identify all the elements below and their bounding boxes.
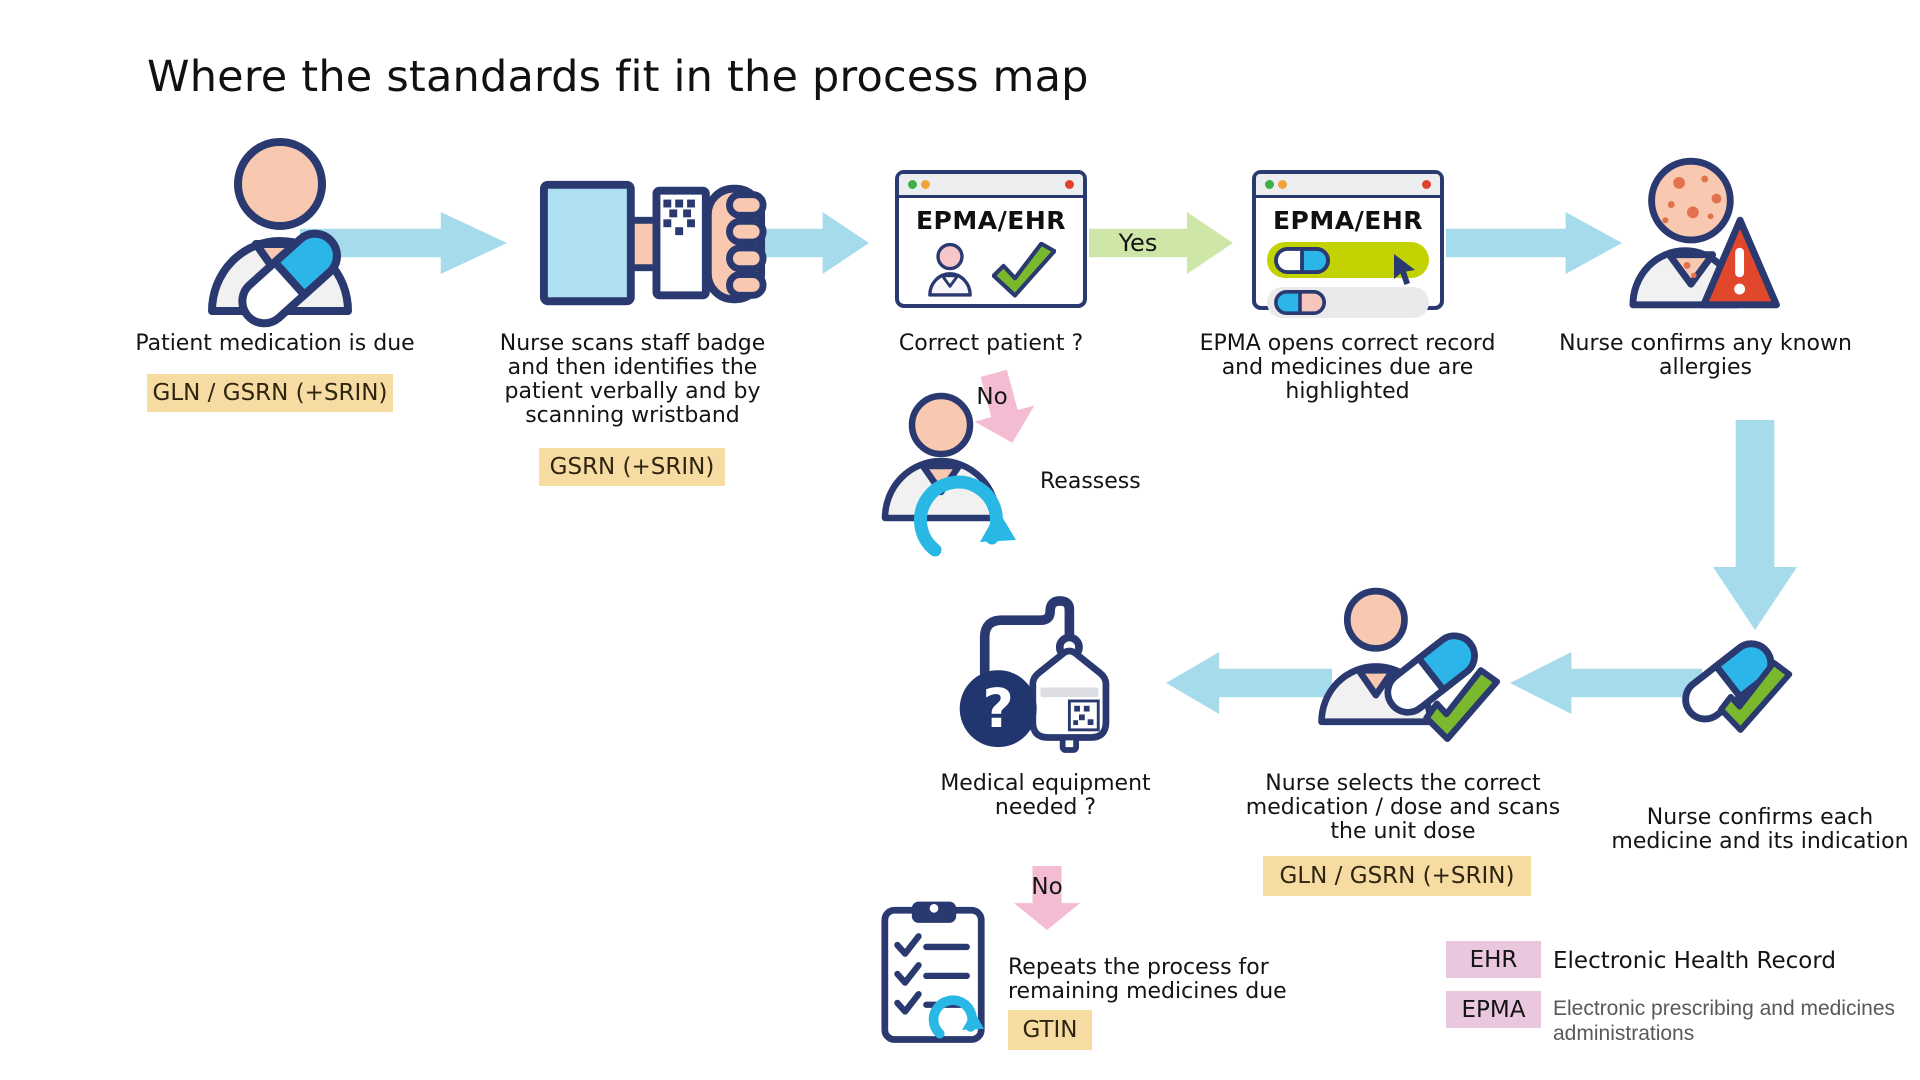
- window-dot-red: [1422, 180, 1431, 189]
- arrow-left-1: [1510, 652, 1702, 714]
- nurse-selects-icon: [1318, 587, 1501, 743]
- pill-check-icon: [1682, 640, 1793, 733]
- label-patient-due: Patient medication is due: [135, 331, 415, 356]
- allergy-spots: [1662, 175, 1722, 224]
- legend-ehr-tag: EHR: [1446, 941, 1541, 978]
- epma-window-medicines-due: EPMA/EHR: [1252, 170, 1444, 318]
- arrow-yes: Yes: [1089, 212, 1233, 274]
- label-confirm-each: Nurse confirms each medicine and its ind…: [1611, 805, 1909, 854]
- label-nurse-scans: Nurse scans staff badge and then identif…: [499, 331, 766, 428]
- legend-ehr-text: Electronic Health Record: [1553, 948, 1836, 974]
- window-dot-orange: [1278, 180, 1287, 189]
- page-title: Where the standards fit in the process m…: [147, 52, 1089, 102]
- tag-gsrn: GSRN (+SRIN): [539, 448, 725, 486]
- medicine-row: [1267, 287, 1429, 318]
- yes-label: Yes: [1118, 229, 1158, 257]
- pill-icon: [1274, 247, 1330, 274]
- cursor-icon: [1394, 254, 1415, 285]
- no-top-label: No: [976, 384, 1008, 410]
- window-title: EPMA/EHR: [915, 206, 1066, 235]
- label-repeats: Repeats the process for remaining medici…: [1008, 955, 1287, 1004]
- window-dot-orange: [921, 180, 930, 189]
- badge-scan-icon: [539, 180, 767, 306]
- tag-gln-gsrn-2: GLN / GSRN (+SRIN): [1263, 856, 1531, 896]
- window-titlebar: [899, 174, 1083, 198]
- legend-epma-tag: EPMA: [1446, 991, 1541, 1028]
- label-correct-patient: Correct patient ?: [898, 331, 1084, 356]
- window-dot-green: [908, 180, 917, 189]
- highlighted-medicine-row: [1267, 242, 1429, 285]
- no-bottom-label: No: [1031, 874, 1063, 900]
- arrow-down-right-column: [1713, 420, 1797, 630]
- reassess-label: Reassess: [1040, 469, 1141, 494]
- wristband-barcode: [663, 199, 695, 236]
- allergy-warning-icon: [1629, 157, 1780, 309]
- legend-epma-text: Electronic prescribing and medicines adm…: [1553, 997, 1895, 1045]
- epma-window-correct-patient: EPMA/EHR: [895, 170, 1087, 308]
- svg-text:?: ?: [983, 677, 1014, 740]
- window-title: EPMA/EHR: [1272, 206, 1423, 235]
- label-epma-opens: EPMA opens correct record and medicines …: [1199, 331, 1496, 404]
- label-nurse-selects: Nurse selects the correct medication / d…: [1245, 771, 1561, 844]
- tag-gtin: GTIN: [1008, 1010, 1092, 1050]
- window-dot-red: [1065, 180, 1074, 189]
- patient-pill-icon: [208, 138, 352, 328]
- green-check-icon: [992, 242, 1056, 298]
- window-dot-green: [1265, 180, 1274, 189]
- bag-barcode: [1073, 705, 1094, 726]
- tag-gln-gsrn-1: GLN / GSRN (+SRIN): [147, 374, 393, 412]
- label-equipment: Medical equipment needed ?: [940, 771, 1151, 820]
- clipboard-repeat-icon: [881, 901, 985, 1043]
- refresh-icon: [928, 995, 985, 1039]
- reassess-person-icon: [881, 392, 1016, 557]
- mini-patient-icon: [928, 242, 972, 297]
- iv-bag-question-icon: ?: [959, 596, 1110, 753]
- window-titlebar: [1256, 174, 1440, 198]
- arrow-left-2: [1166, 652, 1332, 714]
- label-confirm-allergies: Nurse confirms any known allergies: [1559, 331, 1852, 380]
- pill-icon: [1274, 290, 1326, 315]
- arrow-right-3: [1446, 212, 1622, 274]
- refresh-icon: [913, 475, 1016, 557]
